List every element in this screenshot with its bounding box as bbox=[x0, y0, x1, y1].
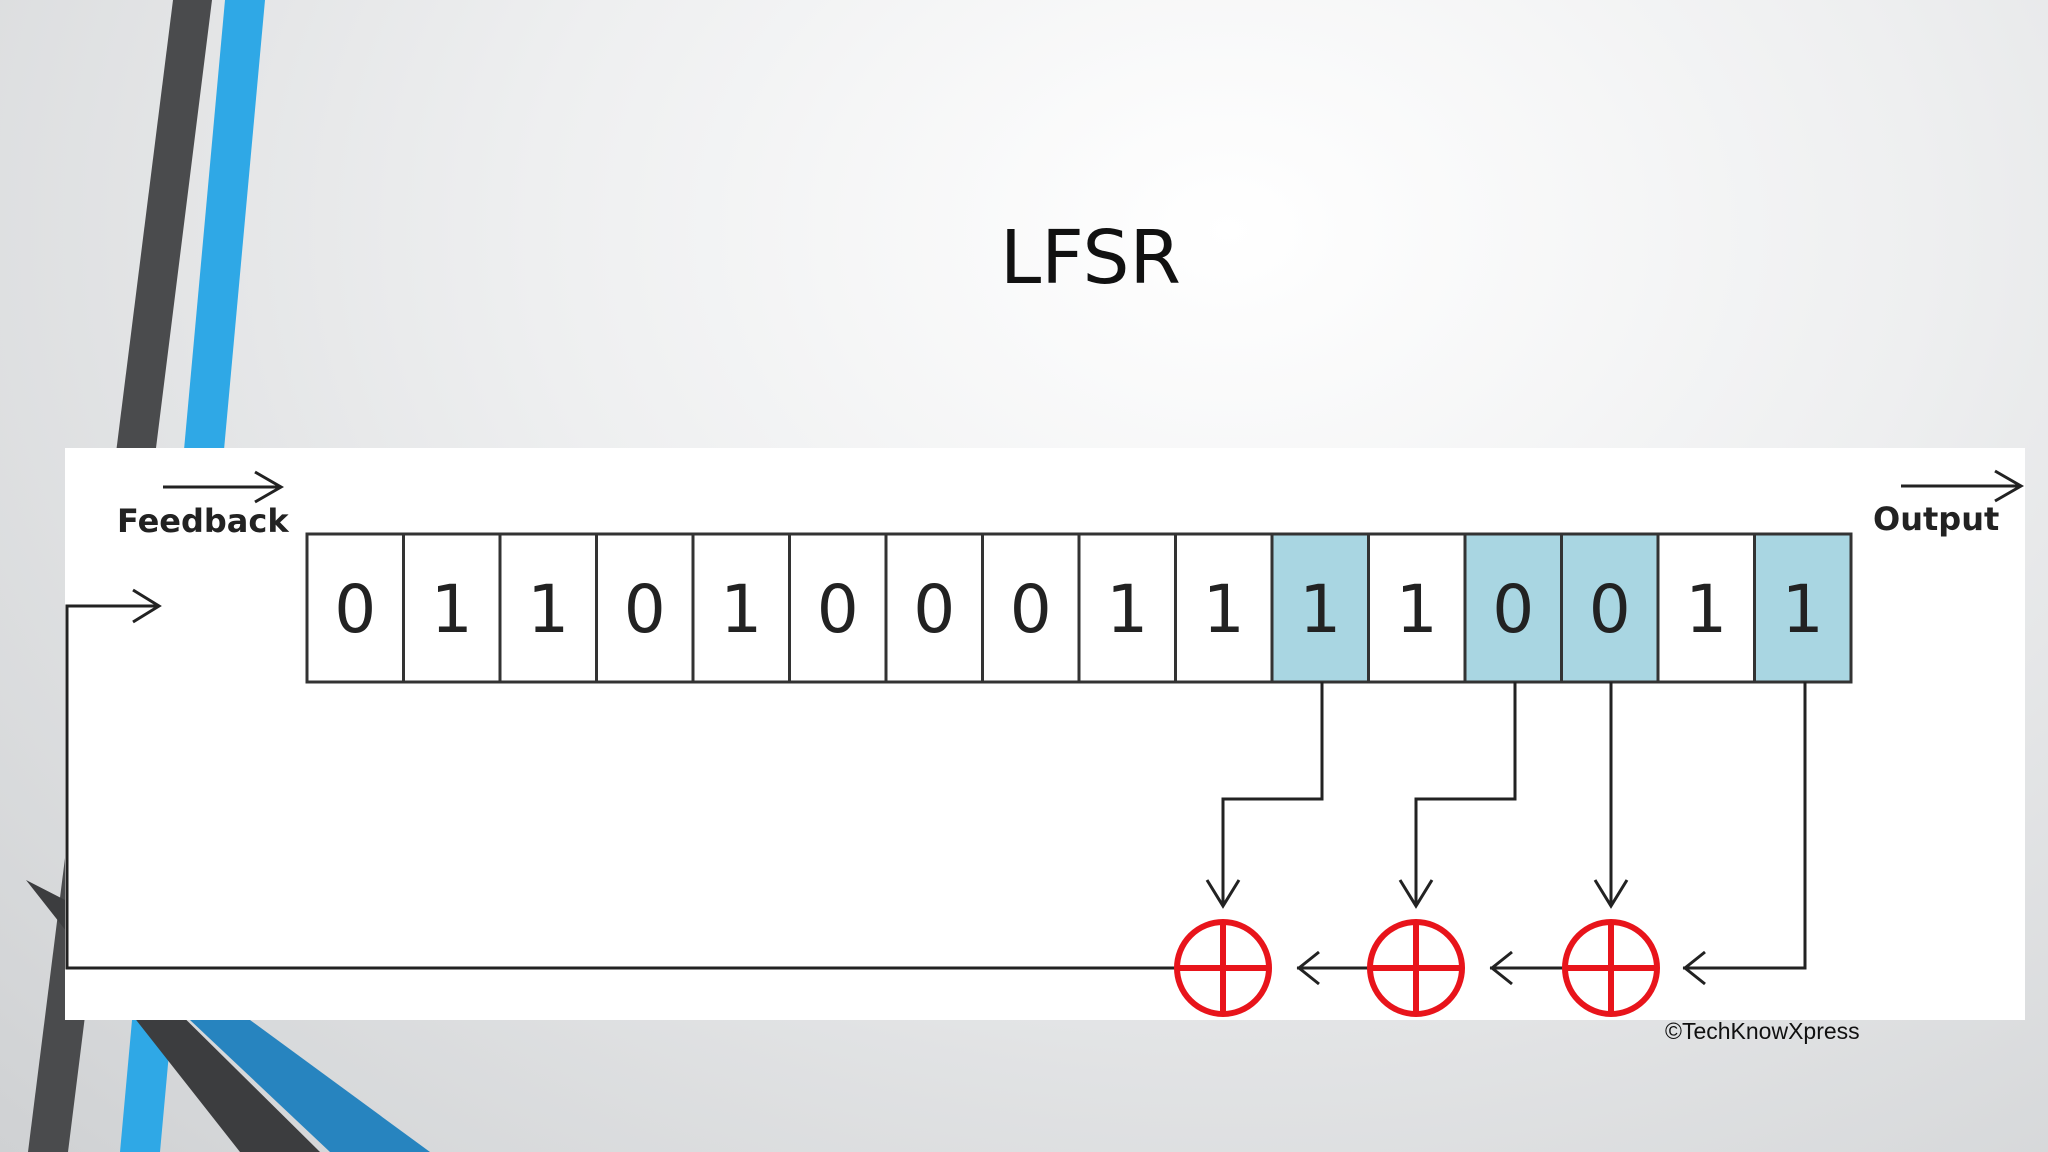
register-cell-box bbox=[1656, 532, 1756, 684]
register-cell-13: 0 bbox=[1463, 532, 1563, 684]
register-bit-value: 1 bbox=[1299, 571, 1341, 648]
register-bit-value: 1 bbox=[1203, 571, 1245, 648]
output-label: Output bbox=[1873, 500, 1999, 538]
register-bit-value: 1 bbox=[1396, 571, 1438, 648]
xor-gate-2 bbox=[1367, 919, 1465, 1017]
register-cell-4: 0 bbox=[595, 532, 695, 684]
blue-bottom-wedge bbox=[190, 1020, 430, 1152]
register-cell-11: 1 bbox=[1270, 532, 1370, 684]
register-cell-box bbox=[402, 532, 502, 684]
register-cell-3: 1 bbox=[498, 532, 598, 684]
register-cell-16: 1 bbox=[1753, 532, 1853, 684]
register-bit-value: 1 bbox=[527, 571, 569, 648]
tap-wire-11 bbox=[1221, 682, 1324, 903]
xor-gate-1 bbox=[1174, 919, 1272, 1017]
register-bit-value: 0 bbox=[1010, 571, 1052, 648]
register-bit-value: 1 bbox=[1106, 571, 1148, 648]
register-bit-value: 0 bbox=[334, 571, 376, 648]
tap-arrowhead-14 bbox=[1593, 879, 1629, 909]
register-cell-box bbox=[884, 532, 984, 684]
register-cell-box bbox=[1753, 532, 1853, 684]
register-bit-value: 0 bbox=[817, 571, 859, 648]
register-cell-box bbox=[1367, 532, 1467, 684]
register-cell-7: 0 bbox=[884, 532, 984, 684]
copyright-notice: ©TechKnowXpress bbox=[1665, 1018, 1860, 1044]
return-arrowhead bbox=[132, 588, 162, 624]
register-cell-5: 1 bbox=[691, 532, 791, 684]
register-bit-value: 0 bbox=[1492, 571, 1534, 648]
register-bit-value: 0 bbox=[624, 571, 666, 648]
register-bit-value: 1 bbox=[431, 571, 473, 648]
register-cell-box bbox=[305, 532, 405, 684]
register-cell-box bbox=[1560, 532, 1660, 684]
register-cell-8: 0 bbox=[981, 532, 1081, 684]
feedback-label: Feedback bbox=[117, 502, 289, 540]
register-cell-2: 1 bbox=[402, 532, 502, 684]
register-bit-value: 0 bbox=[1589, 571, 1631, 648]
register-cell-10: 1 bbox=[1174, 532, 1274, 684]
register-cell-15: 1 bbox=[1656, 532, 1756, 684]
xor-arrowhead-3 bbox=[1682, 950, 1706, 986]
xor-arrowhead-1 bbox=[1296, 950, 1320, 986]
tap-arrowhead-13 bbox=[1398, 879, 1434, 909]
register-cell-9: 1 bbox=[1077, 532, 1177, 684]
register-cell-box bbox=[1270, 532, 1370, 684]
register-cell-box bbox=[1077, 532, 1177, 684]
register-cell-box bbox=[981, 532, 1081, 684]
tap-wire-16 bbox=[1683, 682, 1807, 970]
register-cell-14: 0 bbox=[1560, 532, 1660, 684]
xor-gate-3 bbox=[1562, 919, 1660, 1017]
feedback-arrowhead bbox=[254, 470, 285, 504]
register-bit-value: 0 bbox=[913, 571, 955, 648]
xor-arrowhead-2 bbox=[1489, 950, 1513, 986]
xor-gates bbox=[1174, 919, 1660, 1017]
register-bit-value: 1 bbox=[720, 571, 762, 648]
register-cell-1: 0 bbox=[305, 532, 405, 684]
register-cell-6: 0 bbox=[788, 532, 888, 684]
register-bit-value: 1 bbox=[1782, 571, 1824, 648]
tap-wire-13 bbox=[1414, 682, 1517, 903]
register-cell-box bbox=[1463, 532, 1563, 684]
slide-title: LFSR bbox=[1000, 215, 1181, 301]
register-cell-12: 1 bbox=[1367, 532, 1467, 684]
tap-arrowhead-11 bbox=[1205, 879, 1241, 909]
register-bit-value: 1 bbox=[1685, 571, 1727, 648]
output-arrowhead bbox=[1994, 469, 2025, 503]
register-cell-box bbox=[788, 532, 888, 684]
